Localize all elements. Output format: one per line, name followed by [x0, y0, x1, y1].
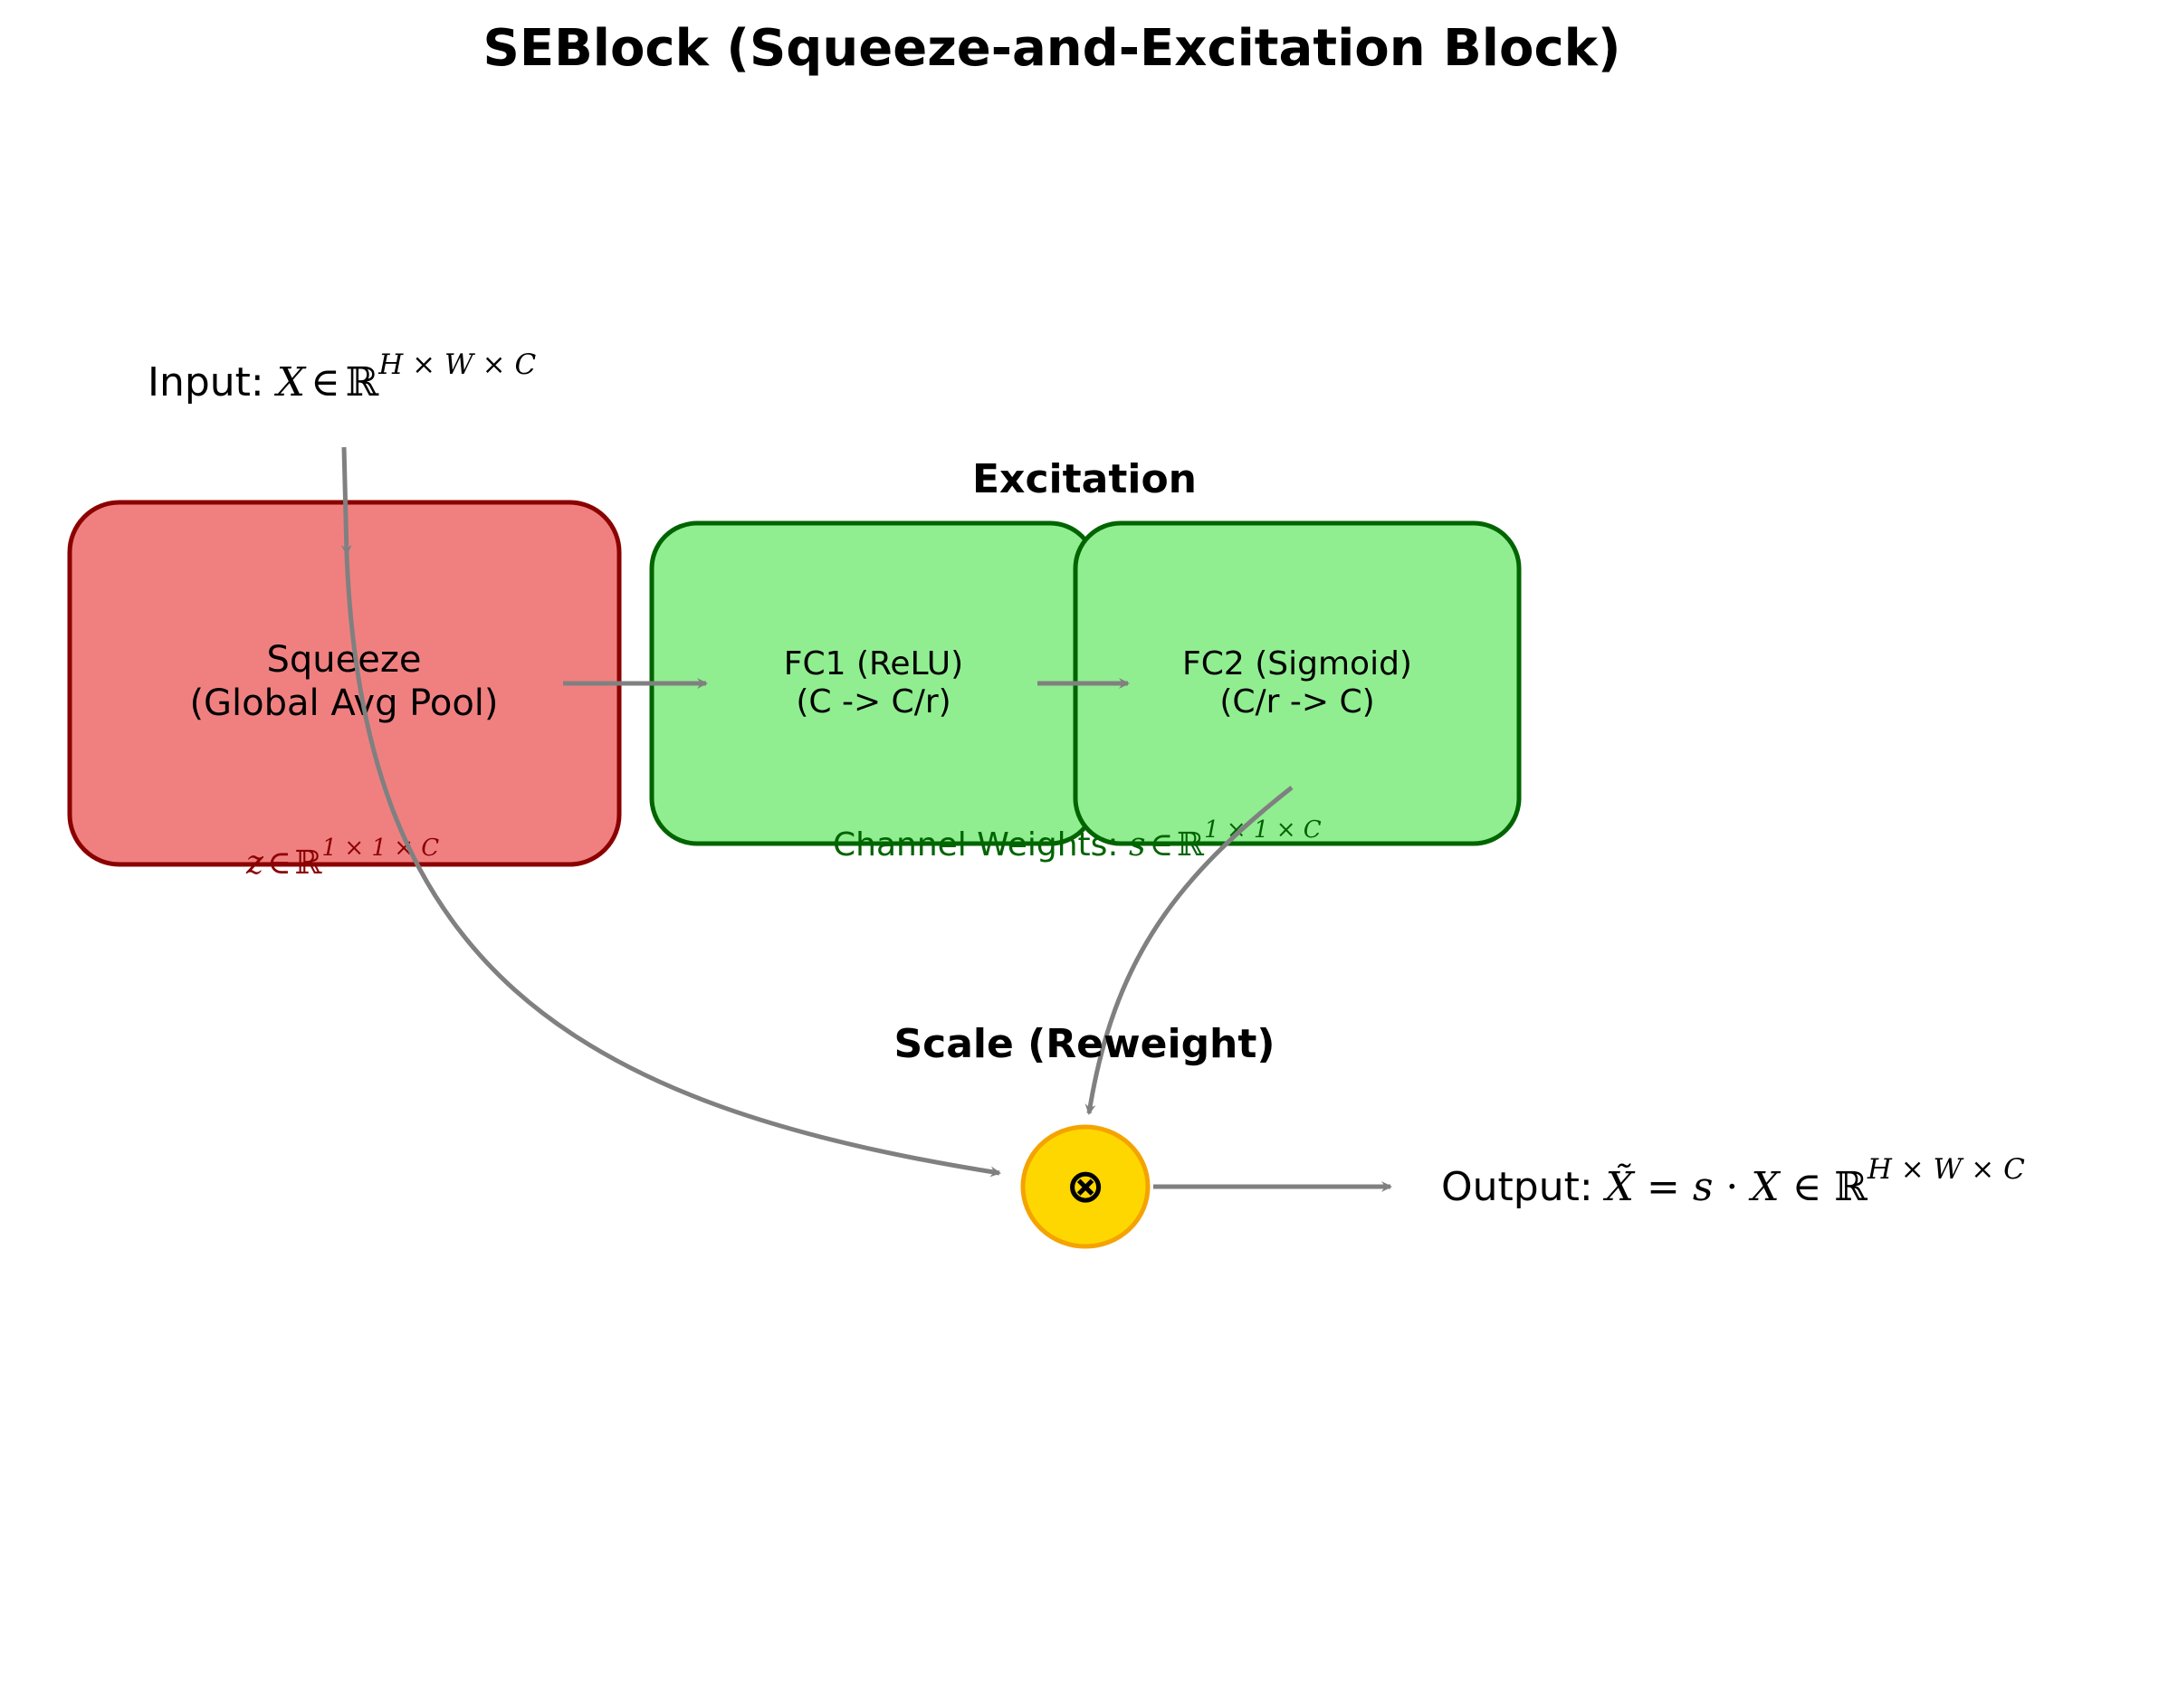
- scale-node: ⊗: [1020, 1124, 1151, 1249]
- scale-header: Scale (Reweight): [893, 1021, 1275, 1067]
- arrow-fc2-to-scale: [1084, 786, 1294, 1115]
- excitation-header: Excitation: [972, 456, 1197, 502]
- diagram-title: SEBlock (Squeeze-and-Excitation Block): [482, 19, 1620, 78]
- channel-weights-note: Channel Weights: s∈ℝ1 × 1 × C: [833, 816, 1322, 864]
- input-label: Input: X∈ℝH × W × C: [148, 348, 536, 406]
- fc1-label-line2: (C -> C/r): [796, 683, 951, 720]
- fc1-label-line1: FC1 (ReLU): [784, 645, 963, 682]
- fc2-block: FC2 (Sigmoid) (C/r -> C): [1073, 520, 1522, 846]
- squeeze-block: Squeeze (Global Avg Pool): [67, 500, 622, 867]
- squeeze-label-line2: (Global Avg Pool): [189, 682, 498, 724]
- fc1-block: FC1 (ReLU) (C -> C/r): [649, 520, 1098, 846]
- squeeze-output-note: z∈ℝ1 × 1 × C: [245, 835, 439, 882]
- fc2-label-line1: FC2 (Sigmoid): [1182, 645, 1412, 682]
- fc2-label-line2: (C/r -> C): [1219, 683, 1374, 720]
- arrow-skip-to-scale: [344, 553, 1001, 1178]
- squeeze-label-line1: Squeeze: [267, 639, 422, 681]
- multiply-icon: ⊗: [1065, 1159, 1105, 1214]
- arrow-input-to-squeeze: [340, 446, 352, 556]
- output-label: Output: X̃ = s · X ∈ ℝH × W × C: [1441, 1153, 2025, 1210]
